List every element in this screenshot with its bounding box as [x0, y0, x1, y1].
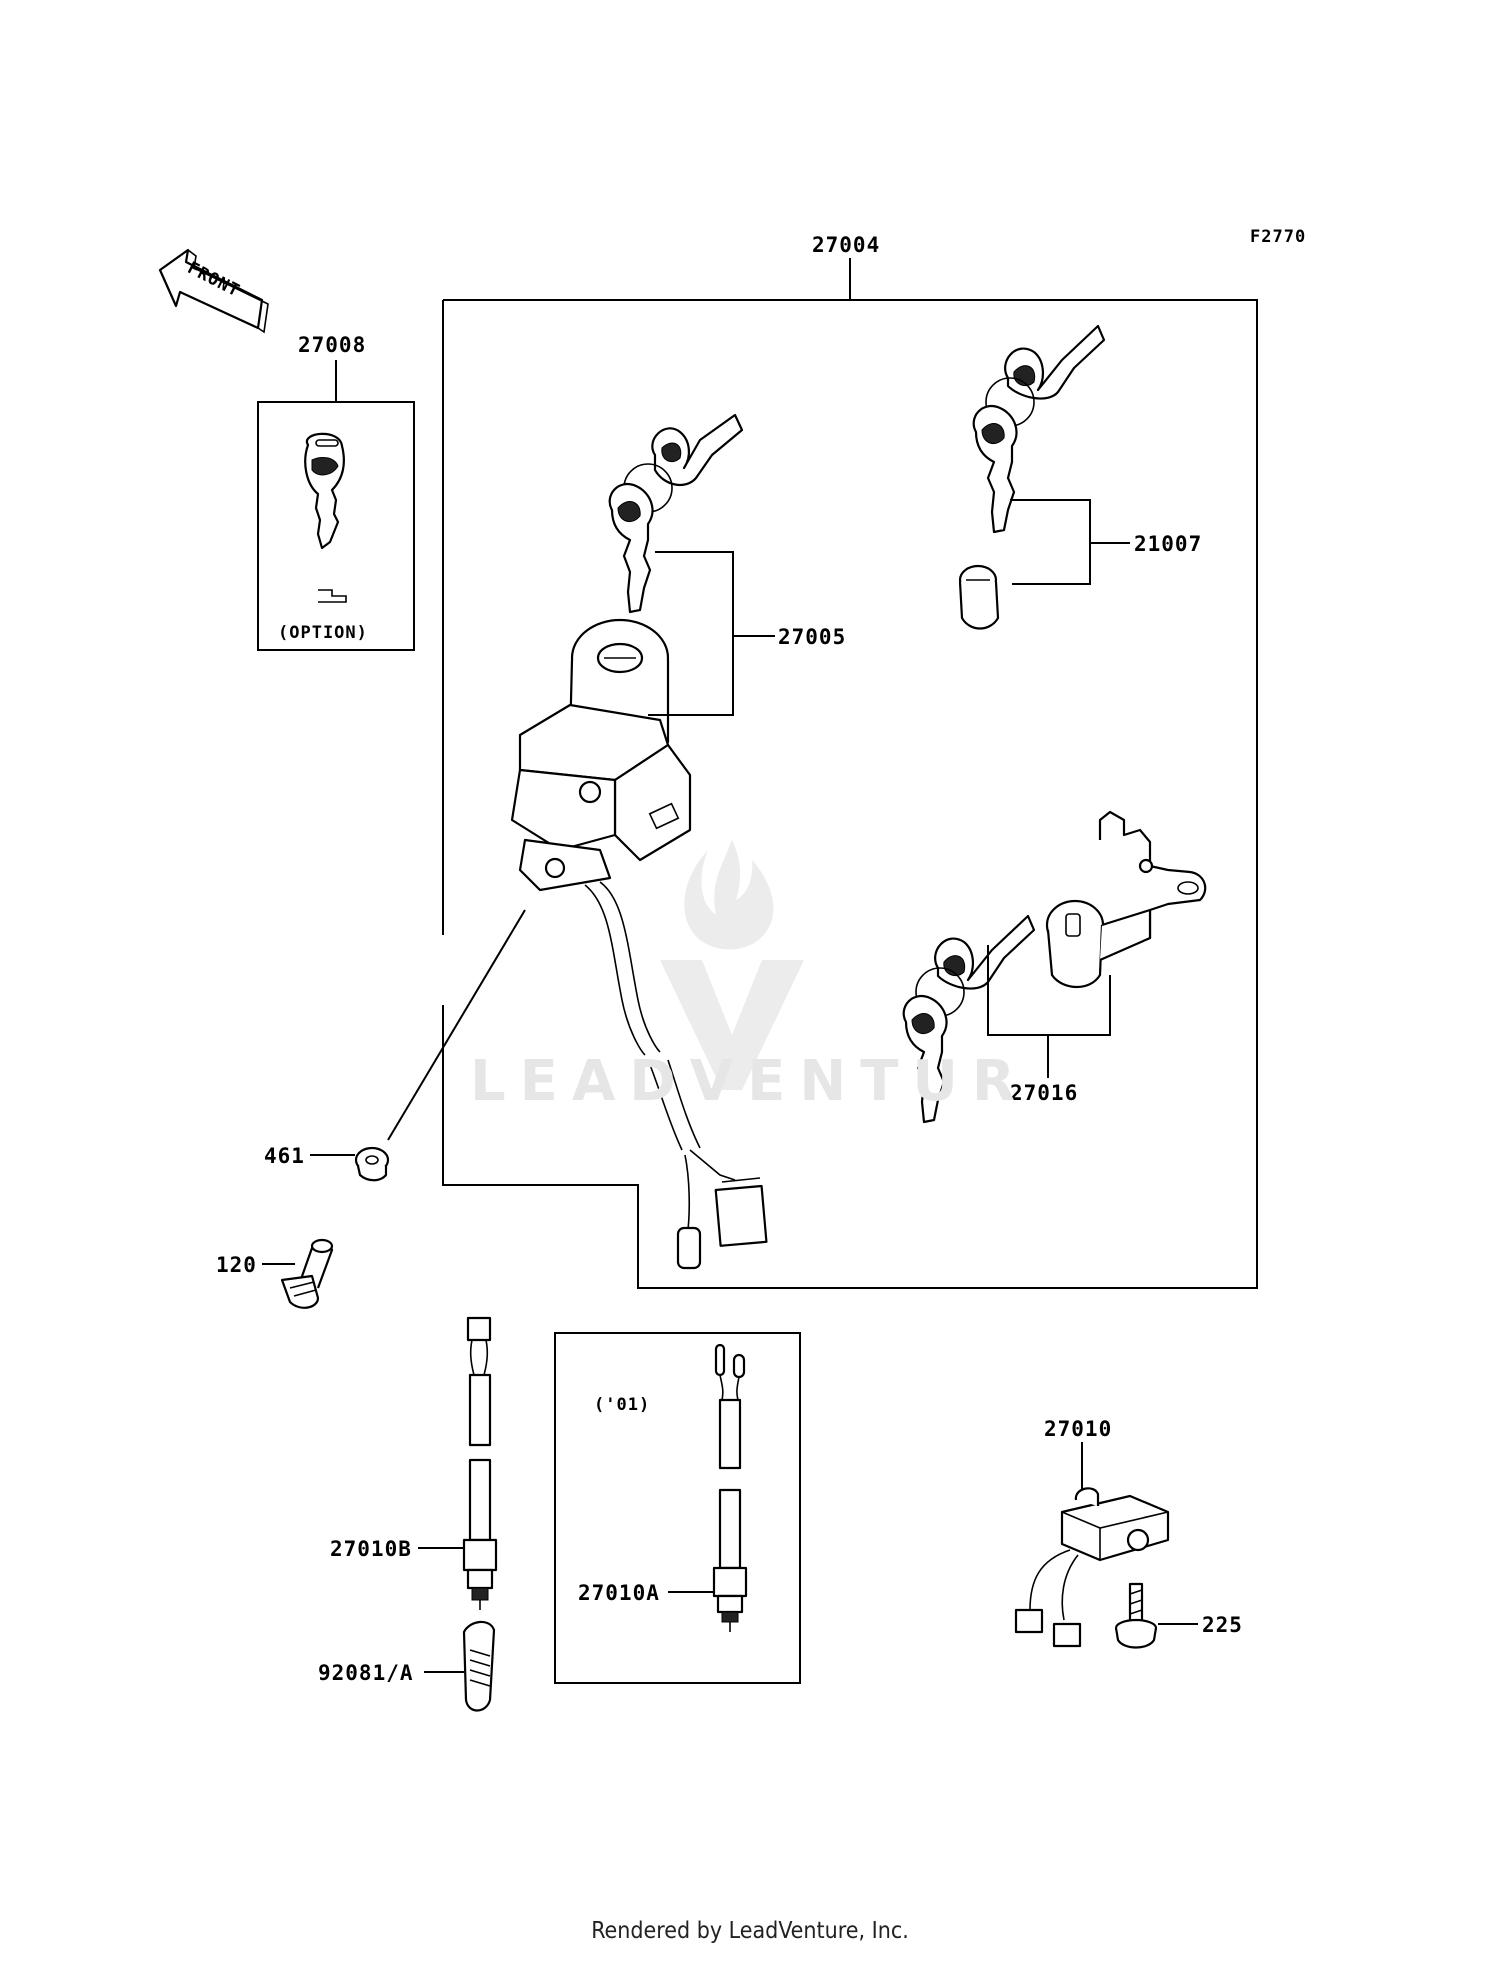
callout-225: 225: [1202, 1613, 1243, 1637]
screw-120-icon: [280, 1238, 334, 1309]
key-set-27016-icon: [902, 914, 1036, 1124]
figure-code: F2770: [1250, 227, 1306, 247]
render-credit: Rendered by LeadVenture, Inc.: [591, 1918, 909, 1944]
leader-461-upper: [387, 909, 526, 1141]
front-arrow-icon: FRONT: [158, 248, 269, 334]
callout-27010: 27010: [1044, 1417, 1112, 1441]
bracket-27005: [648, 551, 734, 716]
callout-92081a: 92081/A: [318, 1661, 414, 1685]
callout-27016: 27016: [1010, 1081, 1078, 1105]
spring-icon: [462, 1620, 496, 1712]
year-01-box: [554, 1332, 801, 1684]
callout-27005: 27005: [778, 625, 846, 649]
switch-27010a-icon: [712, 1343, 748, 1632]
ignition-key-pair-icon: [608, 413, 744, 614]
callout-27008: 27008: [298, 333, 366, 357]
callout-27010a: 27010A: [578, 1581, 660, 1605]
callout-27010b: 27010B: [330, 1537, 412, 1561]
option-key-icon: [304, 432, 345, 550]
callout-27004: 27004: [812, 233, 880, 257]
bracket-21007: [1010, 499, 1091, 585]
ignition-wire-harness-icon: [584, 881, 768, 1270]
option-tag-icon: [318, 589, 347, 603]
option-note: (OPTION): [278, 623, 368, 643]
callout-21007: 21007: [1134, 532, 1202, 556]
screw-225-icon: [1114, 1582, 1158, 1649]
key-cap-icon: [958, 564, 1000, 630]
seat-lock-icon: [1045, 810, 1207, 989]
callout-120: 120: [216, 1253, 257, 1277]
relay-27010-icon: [1014, 1487, 1170, 1648]
washer-icon: [354, 1146, 390, 1182]
option-key-box: [257, 401, 415, 651]
key-set-21007-icon: [972, 324, 1106, 534]
ignition-switch-icon: [510, 618, 692, 892]
switch-27010b-icon: [462, 1316, 498, 1610]
callout-461: 461: [264, 1144, 305, 1168]
main-kit-box: [442, 299, 1258, 1289]
year-note: ('01): [594, 1395, 650, 1415]
